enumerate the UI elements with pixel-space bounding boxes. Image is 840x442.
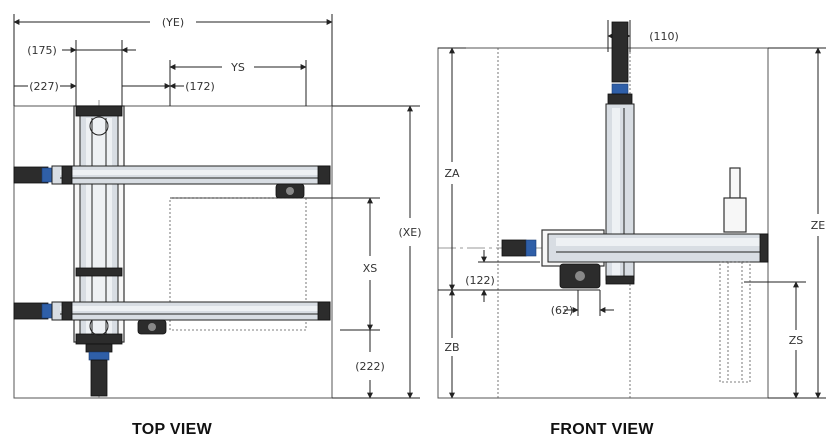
dim-xe-label: (XE)	[398, 226, 421, 239]
motor-band-icon	[88, 351, 110, 361]
dim-zb-label: ZB	[444, 341, 459, 354]
dim-ys-label: YS	[230, 61, 245, 74]
rail-end-cap	[61, 301, 73, 321]
motor-band-icon	[41, 303, 53, 319]
top-y-axis	[73, 105, 125, 397]
rail-end-cap	[317, 301, 331, 321]
dim-172-label: (172)	[185, 80, 215, 93]
dim-62-label: (62)	[551, 304, 574, 317]
z-stroke-head	[723, 197, 747, 233]
motor-band-icon	[525, 239, 537, 257]
front-view-envelope	[437, 47, 769, 399]
y-axis-mid-block	[75, 267, 123, 277]
carriage-bolt	[286, 187, 294, 195]
dim-ye-label: (YE)	[162, 16, 184, 29]
dim-ze-label: ZE	[811, 219, 826, 232]
carriage-bolt	[575, 271, 585, 281]
pulley	[89, 116, 109, 136]
rail-highlight	[612, 108, 620, 278]
dim-za-label: ZA	[444, 167, 460, 180]
dim-110-label: (110)	[649, 30, 679, 43]
y-axis-top-cap	[75, 105, 123, 117]
motor-band-icon	[611, 83, 629, 95]
z-stroke-extent	[719, 261, 751, 383]
front-view-title: FRONT VIEW	[550, 421, 654, 438]
z-column-base	[605, 275, 635, 285]
z-stroke-top	[729, 167, 741, 199]
top-view-envelope	[13, 105, 333, 399]
dim-zs-label: ZS	[789, 334, 804, 347]
dim-227-label: (227)	[29, 80, 59, 93]
rail-highlight	[556, 238, 760, 246]
z-motor	[611, 21, 629, 83]
rail-highlight	[60, 170, 322, 175]
rail-highlight	[60, 306, 322, 311]
front-z-stroke	[719, 167, 751, 383]
front-view: (110) ZA ZB ZE ZS (122) (62)	[437, 20, 826, 399]
motor-flange	[85, 343, 113, 353]
dim-222-label: (222)	[355, 360, 385, 373]
y-motor	[90, 359, 108, 397]
top-view: (YE) (175) (227) (172) YS (XE) XS	[13, 14, 422, 399]
front-x-arm	[501, 229, 769, 289]
top-x-rail-lower	[13, 301, 331, 335]
top-x-rail-upper	[13, 165, 331, 199]
dim-175-label: (175)	[27, 44, 57, 57]
rail-highlight	[86, 118, 112, 338]
rail-end-cap	[317, 165, 331, 185]
carriage-bolt	[148, 323, 156, 331]
motor-band-icon	[41, 167, 53, 183]
rail-end-cap	[61, 165, 73, 185]
rail-end-cap	[759, 233, 769, 263]
top-view-title: TOP VIEW	[132, 421, 213, 438]
dim-xs-label: XS	[363, 262, 378, 275]
dim-122-label: (122)	[465, 274, 495, 287]
z-flange	[607, 93, 633, 105]
arm-motor	[501, 239, 527, 257]
stroke-area-outline	[169, 197, 307, 331]
